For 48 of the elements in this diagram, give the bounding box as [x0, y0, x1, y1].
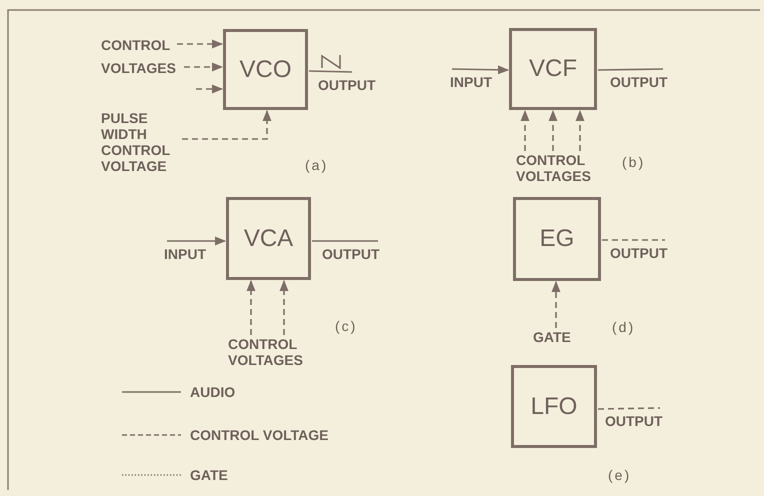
panel-label: (c)	[335, 318, 358, 334]
module-box	[513, 197, 601, 281]
signal-line	[598, 68, 664, 71]
signal-label: CONTROL VOLTAGES	[228, 336, 314, 368]
signal-label: PULSE WIDTH CONTROL VOLTAGE	[101, 110, 181, 174]
signal-label: OUTPUT	[318, 77, 380, 93]
signal-label: VOLTAGES	[101, 60, 183, 76]
arrow	[280, 280, 288, 335]
legend-label: CONTROL VOLTAGE	[190, 427, 328, 443]
module-box	[511, 365, 597, 448]
signal-label: OUTPUT	[610, 245, 674, 261]
signal-label: OUTPUT	[610, 74, 676, 90]
arrow	[576, 110, 584, 151]
module-label: VCO	[239, 56, 292, 84]
module-box	[223, 29, 308, 110]
legend-label: AUDIO	[190, 384, 236, 400]
arrow	[246, 280, 256, 335]
legend-label: GATE	[190, 467, 228, 483]
signal-line	[602, 239, 665, 241]
signal-label: INPUT	[164, 246, 214, 262]
arrow	[552, 280, 560, 328]
module-label: EG	[540, 225, 574, 253]
signal-label: CONTROL	[101, 37, 176, 53]
module-box	[509, 28, 597, 110]
signal-label: GATE	[533, 329, 577, 345]
module-label: LFO	[530, 392, 578, 420]
arrow	[182, 110, 272, 140]
arrow	[196, 84, 224, 94]
panel-label: (e)	[608, 467, 632, 483]
arrow	[452, 65, 510, 74]
panel-label: (a)	[305, 157, 328, 173]
module-box	[226, 197, 311, 280]
panel-label: (b)	[622, 154, 646, 170]
arrow	[520, 110, 530, 151]
arrow	[167, 236, 226, 246]
signal-label: OUTPUT	[605, 413, 671, 429]
panel-label: (d)	[612, 319, 636, 335]
signal-line	[308, 70, 352, 73]
arrow	[177, 40, 224, 48]
signal-label: CONTROL VOLTAGES	[516, 152, 602, 184]
arrow	[184, 62, 224, 72]
signal-line	[312, 240, 378, 242]
module-label: VCA	[244, 224, 294, 252]
module-label: VCF	[529, 55, 577, 83]
signal-label: INPUT	[450, 74, 500, 90]
signal-line	[598, 407, 660, 410]
signal-label: OUTPUT	[322, 246, 382, 262]
arrow	[548, 110, 558, 151]
